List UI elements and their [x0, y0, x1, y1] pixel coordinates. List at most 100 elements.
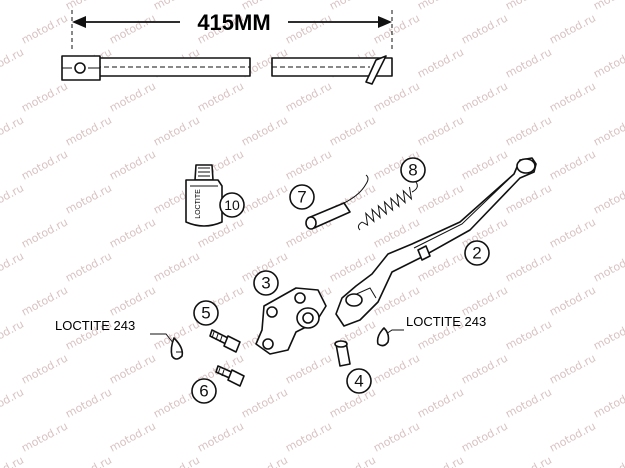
watermark-text: motod.ru: [107, 215, 158, 250]
tube-label: LOCTITE: [195, 189, 202, 219]
watermark-text: motod.ru: [503, 0, 554, 13]
watermark-text: motod.ru: [239, 385, 290, 420]
watermark-text: motod.ru: [547, 351, 598, 386]
callout-8-circle: [400, 157, 426, 183]
part-10-loctite-tube: LOCTITE 10: [185, 164, 245, 227]
part-2-side-stand: 2: [335, 157, 537, 327]
watermark-text: motod.ru: [503, 113, 554, 148]
callout-4-circle: [346, 368, 372, 394]
watermark-text: motod.ru: [547, 419, 598, 454]
watermark-text: motod.ru: [0, 45, 26, 80]
watermark-text: motod.ru: [591, 0, 625, 13]
watermark-text: motod.ru: [327, 113, 378, 148]
part-3-mounting-bracket: 3: [253, 270, 327, 355]
callout-5: 5: [201, 304, 210, 323]
watermark-text: motod.ru: [547, 11, 598, 46]
watermark-text: motod.ru: [503, 45, 554, 80]
watermark-text: motod.ru: [283, 79, 334, 114]
callout-4: 4: [354, 372, 363, 391]
loctite-right: LOCTITE 243: [376, 314, 486, 347]
watermark-text: motod.ru: [63, 453, 114, 468]
watermark-text: motod.ru: [283, 11, 334, 46]
callout-7: 7: [297, 188, 306, 207]
watermark-text: motod.ru: [371, 79, 422, 114]
watermark-text: motod.ru: [107, 283, 158, 318]
watermark-text: motod.ru: [547, 283, 598, 318]
watermark-text: motod.ru: [503, 453, 554, 468]
watermark-text: motod.ru: [371, 419, 422, 454]
watermark-text: motod.ru: [459, 79, 510, 114]
callout-3: 3: [261, 274, 270, 293]
watermark-text: motod.ru: [415, 181, 466, 216]
watermark-text: motod.ru: [503, 249, 554, 284]
watermark-text: motod.ru: [239, 453, 290, 468]
watermark-text: motod.ru: [503, 385, 554, 420]
watermark-text: motod.ru: [459, 147, 510, 182]
watermark-text: motod.ru: [283, 419, 334, 454]
arrow-right-icon: [378, 16, 392, 28]
watermark-text: motod.ru: [283, 351, 334, 386]
watermark-text: motod.ru: [151, 113, 202, 148]
watermark-text: motod.ru: [0, 317, 26, 352]
watermark-text: motod.ru: [327, 0, 378, 13]
watermark-text: motod.ru: [415, 385, 466, 420]
part-5-bolt: 5: [193, 300, 241, 353]
loctite-drop-right-icon: [376, 327, 390, 347]
callout-3-circle: [253, 270, 279, 296]
watermark-text: motod.ru: [63, 181, 114, 216]
watermark-text: motod.ru: [107, 351, 158, 386]
watermark-text: motod.ru: [459, 419, 510, 454]
watermark-text: motod.ru: [151, 249, 202, 284]
watermark-text: motod.ru: [19, 11, 70, 46]
watermark-text: motod.ru: [107, 79, 158, 114]
watermark-text: motod.ru: [63, 385, 114, 420]
watermark-text: motod.ru: [503, 317, 554, 352]
arrow-left-icon: [72, 16, 86, 28]
watermark-text: motod.ru: [415, 113, 466, 148]
watermark-text: motod.ru: [591, 385, 625, 420]
loctite-drop-left-icon: [170, 337, 184, 360]
watermark-text: motod.ru: [0, 113, 26, 148]
watermark-text: motod.ru: [19, 351, 70, 386]
watermark-text: motod.ru: [415, 0, 466, 13]
watermark-text: motod.ru: [239, 181, 290, 216]
loctite-left: LOCTITE 243: [55, 318, 184, 360]
watermark-text: motod.ru: [283, 147, 334, 182]
callout-8: 8: [408, 161, 417, 180]
callout-6: 6: [199, 382, 208, 401]
watermark-text: motod.ru: [107, 11, 158, 46]
loctite-label-left: LOCTITE 243: [55, 318, 135, 333]
watermark-text: motod.ru: [19, 283, 70, 318]
callout-10-circle: [219, 192, 245, 218]
watermark-text: motod.ru: [547, 215, 598, 250]
watermark-text: motod.ru: [591, 181, 625, 216]
watermark-text: motod.ru: [459, 11, 510, 46]
watermark-text: motod.ru: [591, 249, 625, 284]
loctite-label-right: LOCTITE 243: [406, 314, 486, 329]
callout-10: 10: [224, 197, 240, 213]
watermark-text: motod.ru: [19, 215, 70, 250]
watermark-text: motod.ru: [0, 181, 26, 216]
watermark-text: motod.ru: [327, 453, 378, 468]
watermark-text: motod.ru: [415, 453, 466, 468]
watermark-text: motod.ru: [591, 317, 625, 352]
watermark-text: motod.ru: [63, 113, 114, 148]
callout-6-circle: [191, 378, 217, 404]
watermark-text: motod.ru: [591, 113, 625, 148]
watermark-text: motod.ru: [239, 113, 290, 148]
watermark-text: motod.ru: [591, 45, 625, 80]
watermark-text: motod.ru: [0, 453, 26, 468]
watermark-text: motod.ru: [107, 147, 158, 182]
part-7-spring-sleeve: 7: [289, 174, 369, 230]
watermark-text: motod.ru: [63, 249, 114, 284]
watermark-text: motod.ru: [547, 147, 598, 182]
watermark-text: motod.ru: [151, 0, 202, 13]
watermark-text: motod.ru: [591, 453, 625, 468]
watermark-text: motod.ru: [195, 79, 246, 114]
watermark-text: motod.ru: [107, 419, 158, 454]
part-8-coil-spring: 8: [357, 157, 426, 231]
callout-2: 2: [472, 244, 481, 263]
callout-2-circle: [464, 240, 490, 266]
watermark-text: motod.ru: [195, 419, 246, 454]
watermark-text: motod.ru: [415, 45, 466, 80]
